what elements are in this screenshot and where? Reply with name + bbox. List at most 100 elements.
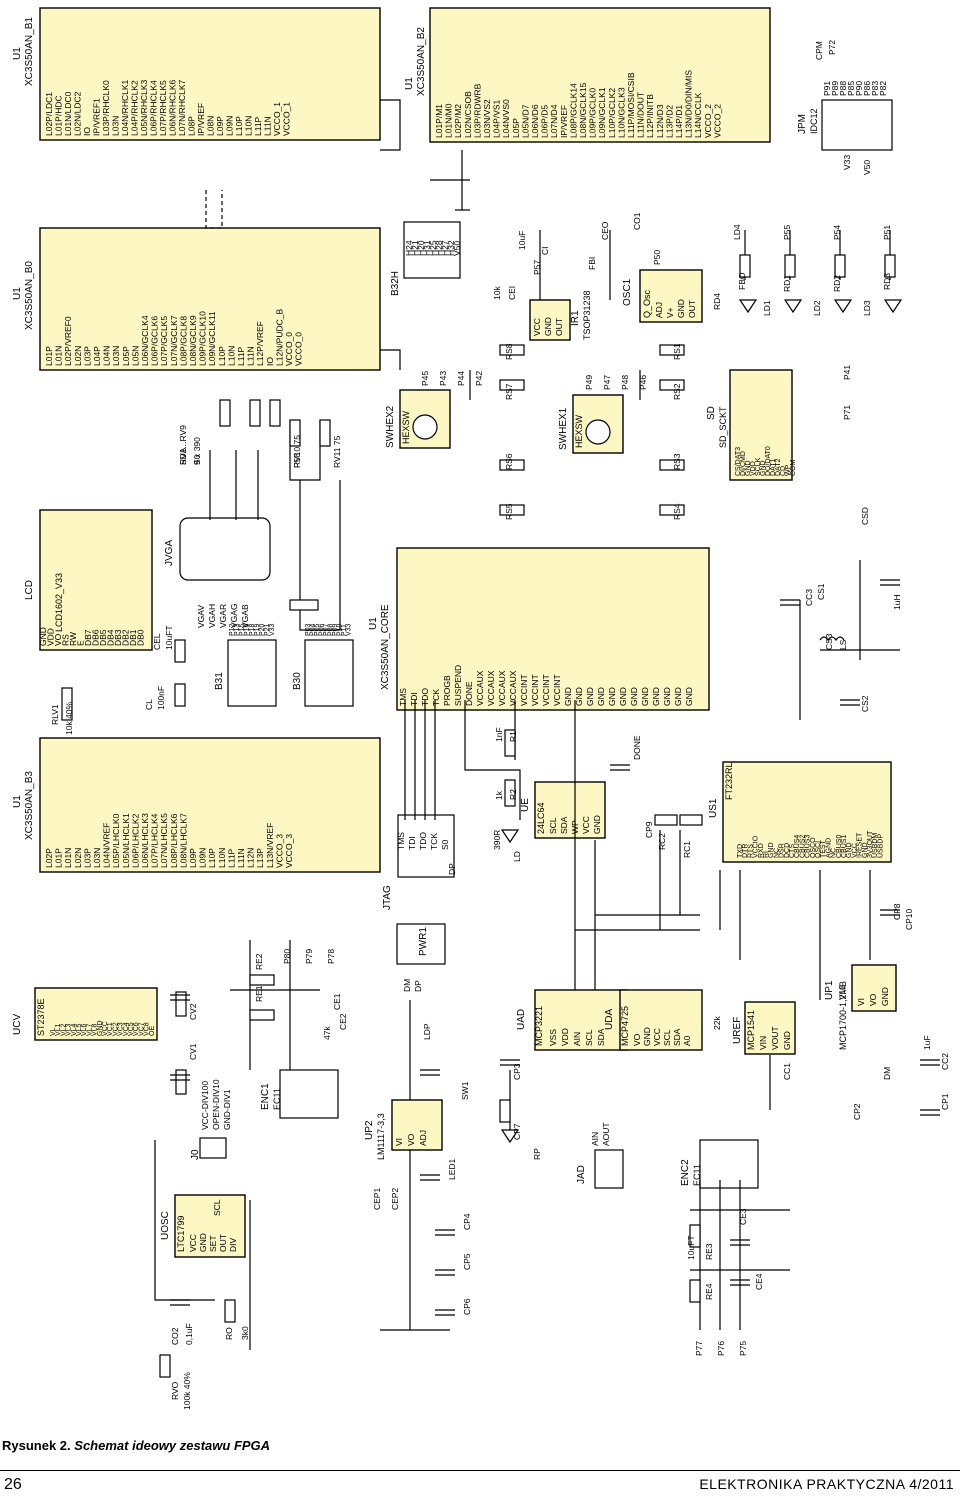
component-label: RV10 75 xyxy=(292,435,302,468)
pin-label: L13N/VREF xyxy=(265,823,275,868)
component-label: 10k xyxy=(492,286,502,300)
pin-label: VO xyxy=(406,1133,416,1146)
sd-socket-chip xyxy=(729,369,793,481)
pin-label: SDA xyxy=(596,1028,606,1046)
mcp1700-ref: UP1 xyxy=(824,980,835,1000)
pin-label: P77 xyxy=(694,1341,704,1356)
pin-label: H24 xyxy=(404,240,414,256)
pin-label: VO xyxy=(53,633,63,646)
pin-label: TMS xyxy=(398,688,408,706)
pin-label: DAT2 xyxy=(775,459,782,476)
pin-label: VC3 xyxy=(118,1022,125,1036)
component-label: CE1 xyxy=(332,993,342,1010)
pin-label: !RESET xyxy=(857,832,864,858)
jpm-name: IDC12 xyxy=(809,108,819,134)
pin-label: VL xyxy=(50,1027,57,1036)
component-label: P58 xyxy=(292,453,302,468)
pin-label: L09N xyxy=(225,116,235,136)
pin-label: DP xyxy=(413,980,423,992)
pin-label: L11N xyxy=(246,346,256,366)
pin-label: P85 xyxy=(846,81,856,96)
bank0-ref: U1 xyxy=(12,287,23,300)
mcp1541-chip xyxy=(744,1001,796,1055)
pin-label: OUT xyxy=(218,1234,228,1252)
pin-label: L12N/D3 xyxy=(655,104,665,138)
component-label: RS8 xyxy=(504,343,514,360)
osc-chip xyxy=(639,269,703,323)
pin-label: P49 xyxy=(584,375,594,390)
component-label: CE2 xyxy=(338,1013,348,1030)
pin-label: DSR xyxy=(779,843,786,858)
fpga-bank0-chip xyxy=(39,227,381,371)
pin-label: L07N/RHCLK7 xyxy=(177,80,187,136)
component-label: CE3 xyxy=(738,1208,748,1225)
component-label: CEI xyxy=(507,286,517,300)
b32h-header xyxy=(403,221,461,279)
component-label: CO2 xyxy=(170,1327,180,1345)
pin-label: P12 xyxy=(229,623,236,636)
pin-label: USBDP xyxy=(877,834,884,858)
pin-label: L05N xyxy=(130,346,140,366)
pin-label: L07N/LHCLK5 xyxy=(159,813,169,868)
pin-label: DAT1 xyxy=(770,459,777,476)
pin-label: L04P/RHCLK2 xyxy=(130,80,140,136)
pin-label: L10N/GCLK3 xyxy=(616,87,626,138)
b31-header xyxy=(227,639,277,707)
pin-label: GND xyxy=(642,1027,652,1046)
pin-label: L02P/M2 xyxy=(453,104,463,138)
pin-label: P10 xyxy=(337,623,344,636)
pin-label: OUT xyxy=(687,300,697,318)
pin-label: RS xyxy=(61,634,71,646)
pin-label: P78 xyxy=(326,949,336,964)
pin-label: H32 xyxy=(446,240,456,256)
pin-label: H28 xyxy=(434,240,444,256)
component-label: CS2 xyxy=(860,695,870,712)
pin-label: P19 xyxy=(254,623,261,636)
pin-label: P45 xyxy=(420,371,430,386)
component-label: CI xyxy=(540,247,550,256)
pin-label: A0 xyxy=(682,1035,692,1046)
capacitors xyxy=(170,579,940,1316)
core-name: XC3S50AN_CORE xyxy=(380,604,391,690)
pin-label: VSS xyxy=(548,1029,558,1046)
component-label: CE4 xyxy=(754,1273,764,1290)
pin-label: GND xyxy=(651,687,661,706)
component-label: CPM xyxy=(814,41,824,60)
pin-label: CD xyxy=(780,466,787,476)
pin-label: L03P/RDWRB xyxy=(472,83,482,138)
pin-label: VCCO_2 xyxy=(703,104,713,138)
pin-label: DB5 xyxy=(98,629,108,646)
osc-ref: OSC1 xyxy=(622,278,633,306)
pin-label: OE xyxy=(149,1026,156,1036)
ft232-chip xyxy=(722,761,892,863)
mcp1541-ref: UREF xyxy=(732,1017,743,1044)
component-label: LD3 xyxy=(862,300,872,316)
pin-label: L08P/GCLK8 xyxy=(178,316,188,366)
ucv-chip xyxy=(34,987,158,1041)
pin-label: GND xyxy=(585,687,595,706)
pin-label: L05P xyxy=(511,118,521,138)
pin-label: AIN xyxy=(572,1032,582,1046)
pin-label: RXD xyxy=(758,843,765,858)
component-label: CP10 xyxy=(904,908,914,930)
pin-label: L11P xyxy=(253,116,263,136)
sd-name: SD_SCKT xyxy=(718,406,728,448)
j0-header xyxy=(199,1137,227,1159)
pin-label: E xyxy=(76,640,86,646)
pin-label: P86 xyxy=(862,81,872,96)
pin-label: PROGB xyxy=(442,675,452,706)
component-label: 10uFT xyxy=(164,625,174,650)
component-label: CV2 xyxy=(188,1003,198,1020)
pin-label: VL5 xyxy=(76,1023,83,1036)
component-label: RLV1 xyxy=(50,704,60,725)
component-label: RO xyxy=(224,1327,234,1340)
pin-label: GND xyxy=(618,687,628,706)
component-label: RD3 xyxy=(882,273,892,290)
